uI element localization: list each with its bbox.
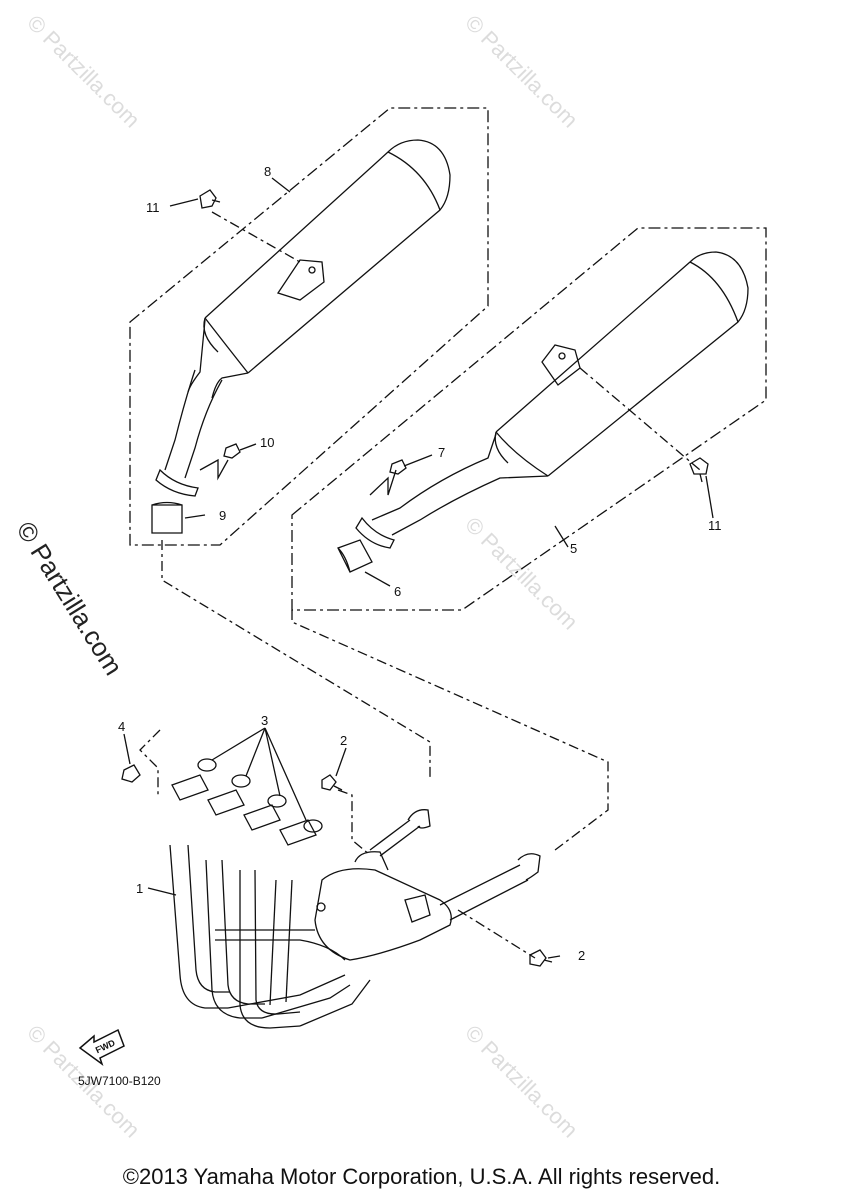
callout-2-lower: 2 (578, 948, 585, 963)
exhaust-header-part-1 (169, 809, 541, 1029)
bolt-part-11-lower (689, 457, 709, 483)
lower-muffler-part-5 (355, 251, 749, 549)
diagram-code: 5JW7100-B120 (78, 1074, 161, 1088)
callout-3: 3 (261, 713, 268, 728)
header-flanges (171, 774, 317, 846)
fwd-arrow-icon: FWD (78, 1028, 125, 1066)
callout-4: 4 (118, 719, 125, 734)
callout-6: 6 (394, 584, 401, 599)
callout-8: 8 (264, 164, 271, 179)
gaskets-part-3 (197, 758, 323, 833)
callout-10: 10 (260, 435, 274, 450)
gasket-part-9 (151, 501, 183, 534)
callout-numbers: 1 2 2 3 4 5 6 7 8 9 10 11 11 (118, 164, 722, 963)
copyright-notice: ©2013 Yamaha Motor Corporation, U.S.A. A… (122, 1164, 721, 1189)
assembly-lines (139, 211, 701, 959)
callout-2-upper: 2 (340, 733, 347, 748)
lower-muffler-group-outline (291, 227, 767, 611)
callout-7: 7 (438, 445, 445, 460)
callout-5: 5 (570, 541, 577, 556)
upper-muffler-part-8 (155, 139, 451, 497)
callout-11-upper: 11 (146, 200, 160, 215)
callout-11-lower: 11 (708, 518, 722, 533)
gasket-part-6 (337, 539, 373, 573)
bolt-part-11-upper (199, 189, 221, 209)
callout-1: 1 (136, 881, 143, 896)
nut-part-7 (389, 459, 407, 475)
bolt-part-2-lower (529, 949, 553, 967)
nut-part-4 (121, 764, 141, 783)
bolt-part-2-upper (321, 774, 343, 791)
nut-part-10 (223, 443, 241, 459)
leader-lines (123, 177, 714, 959)
lower-nut-connector (369, 469, 397, 496)
upper-muffler-group-outline (129, 107, 489, 546)
upper-nut-connector (199, 458, 229, 481)
callout-9: 9 (219, 508, 226, 523)
